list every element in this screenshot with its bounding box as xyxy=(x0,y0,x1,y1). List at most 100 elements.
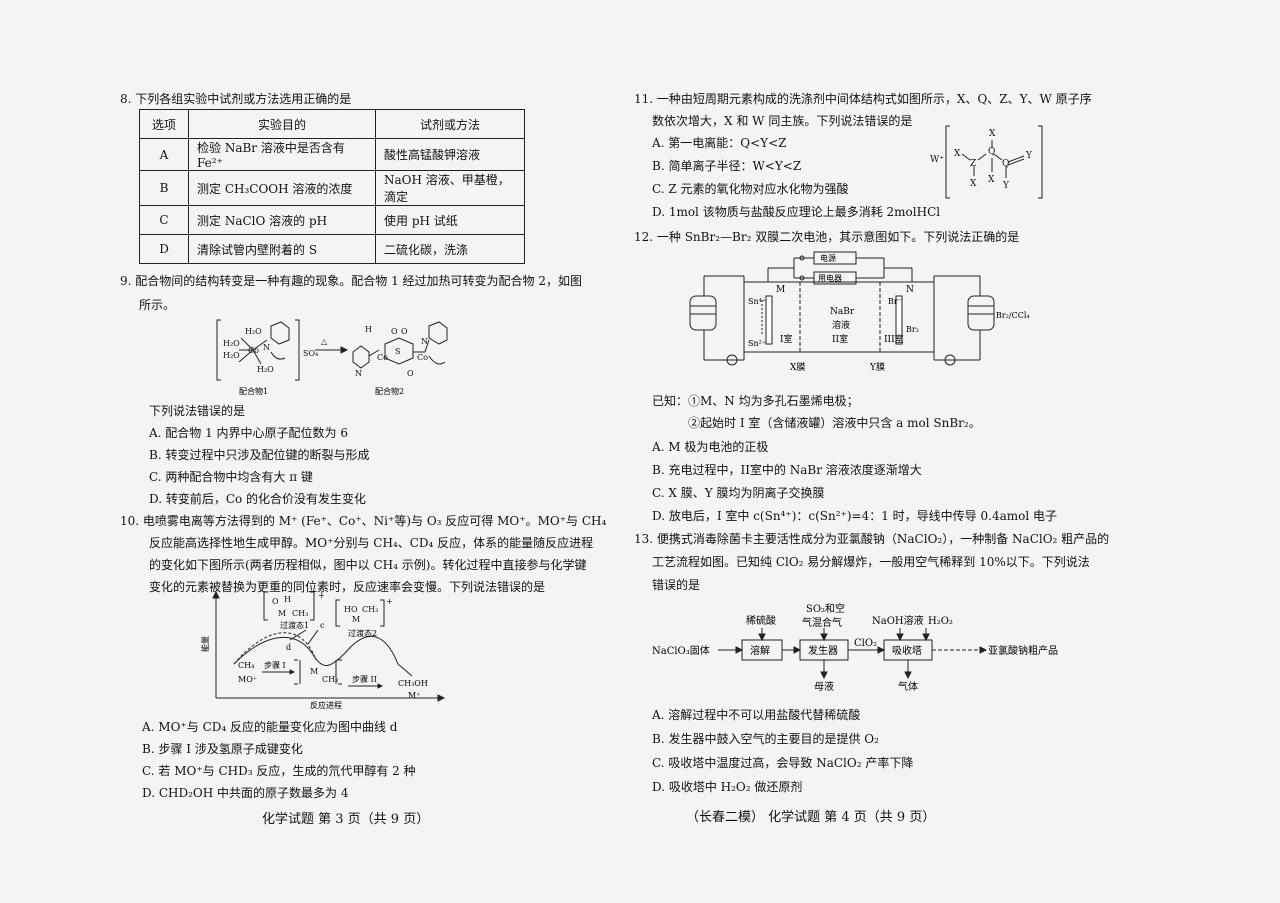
svg-text:SO₄: SO₄ xyxy=(303,349,318,358)
electrode-m-label: M xyxy=(776,285,785,295)
q9-option-a: A. 配合物 1 内界中心原子配位数为 6 xyxy=(149,426,349,440)
q8-table: 选项 实验目的 试剂或方法 A 检验 NaBr 溶液中是否含有 Fe²⁺ 酸性高… xyxy=(139,109,525,264)
svg-text:H₂O: H₂O xyxy=(223,339,240,348)
svg-text:H₂O: H₂O xyxy=(245,327,262,336)
svg-text:N: N xyxy=(263,343,270,352)
complex1-label: 配合物1 xyxy=(239,386,268,396)
q11-option-d: D. 1mol 该物质与盐酸反应理论上最多消耗 2molHCl xyxy=(652,205,941,219)
flow-h2o2-label: H₂O₂ xyxy=(928,616,953,627)
curve-c-label: c xyxy=(320,621,325,630)
q13-option-b: B. 发生器中鼓入空气的主要目的是提供 O₂ xyxy=(652,732,879,746)
sn2-label: Sn²⁺ xyxy=(748,339,766,348)
curve-d-label: d xyxy=(286,643,291,652)
q12-known-1: 已知：①M、N 均为多孔石墨烯电极； xyxy=(652,394,859,408)
x-membrane-label: X膜 xyxy=(790,362,805,373)
flow-start-label: NaClO₃固体 xyxy=(652,645,710,657)
q9-stem-cont: 所示。 xyxy=(139,298,176,312)
svg-text:H: H xyxy=(365,325,372,334)
svg-text:M: M xyxy=(310,667,318,676)
complex2-label: 配合物2 xyxy=(375,386,404,396)
svg-text:X: X xyxy=(954,149,961,159)
table-header: 选项 xyxy=(139,109,189,139)
br-ion-label: Br⁻ xyxy=(888,297,902,306)
flow-product-label: 亚氯酸钠粗产品 xyxy=(988,644,1058,657)
flow-dissolve-box: 溶解 xyxy=(750,644,770,657)
table-cell: D xyxy=(139,234,189,264)
svg-text:O: O xyxy=(401,327,408,336)
reactant-ch4: CH₄ xyxy=(238,661,254,670)
q13-line-2: 工艺流程如图。已知纯 ClO₂ 易分解爆炸，一般用空气稀释到 10%以下。下列说… xyxy=(652,555,1090,569)
q10-option-b: B. 步骤 I 涉及氢原子成键变化 xyxy=(142,742,303,756)
svg-text:M: M xyxy=(352,615,360,624)
reaction-axis-label: 反应进程 xyxy=(310,700,342,710)
q12-option-c: C. X 膜、Y 膜均为阴离子交换膜 xyxy=(652,486,825,500)
flow-clo2-label: ClO₂ xyxy=(854,638,877,649)
q13-line-1: 13. 便携式消毒除菌卡主要活性成分为亚氯酸钠（NaClO₂），一种制备 NaC… xyxy=(634,532,1110,546)
left-page: 8. 下列各组实验中试剂或方法选用正确的是 选项 实验目的 试剂或方法 A 检验… xyxy=(120,92,606,827)
svg-text:M: M xyxy=(278,609,286,618)
q12-option-b: B. 充电过程中，II室中的 NaBr 溶液浓度逐渐增大 xyxy=(652,463,922,477)
left-footer: 化学试题 第 3 页（共 9 页） xyxy=(262,812,430,827)
q12-option-a: A. M 极为电池的正极 xyxy=(652,440,769,454)
q8-stem: 8. 下列各组实验中试剂或方法选用正确的是 xyxy=(120,92,352,106)
svg-text:Co: Co xyxy=(248,346,259,355)
q10-line-2: 反应能高选择性地生成甲醇。MO⁺分别与 CH₄、CD₄ 反应，体系的能量随反应进… xyxy=(149,536,594,550)
q10-line-4: 变化的元素被替换为更重的同位素时，反应速率会变慢。下列说法错误的是 xyxy=(149,580,546,594)
flow-mother-liquor: 母液 xyxy=(814,680,834,693)
room3-label: III室 xyxy=(884,333,904,345)
appliance-label: 用电器 xyxy=(818,273,842,283)
right-tank-label: Br₂/CCl₄ xyxy=(996,311,1030,320)
q9-stem: 9. 配合物间的结构转变是一种有趣的现象。配合物 1 经过加热可转变为配合物 2… xyxy=(120,274,582,288)
table-header: 实验目的 xyxy=(188,109,376,139)
q9-option-c: C. 两种配合物中均含有大 π 键 xyxy=(149,470,313,484)
q13-option-a: A. 溶解过程中不可以用盐酸代替稀硫酸 xyxy=(652,708,861,722)
product-ch3oh: CH₃OH xyxy=(398,679,428,688)
table-cell: B xyxy=(139,170,189,206)
table-cell: 测定 NaClO 溶液的 pH xyxy=(188,205,376,235)
svg-text:N: N xyxy=(355,369,362,378)
q10-option-a: A. MO⁺与 CD₄ 反应的能量变化应为图中曲线 d xyxy=(142,720,398,734)
svg-text:Z: Z xyxy=(970,159,976,169)
svg-text:Y: Y xyxy=(1025,151,1033,161)
energy-axis-label: 能量 xyxy=(200,636,210,652)
right-footer: （长春二模） 化学试题 第 4 页（共 9 页） xyxy=(686,810,936,825)
table-header-row: 选项 实验目的 试剂或方法 xyxy=(139,109,525,139)
svg-text:X: X xyxy=(989,129,996,139)
q11-option-c: C. Z 元素的氧化物对应水化物为强酸 xyxy=(652,182,849,196)
svg-text:+: + xyxy=(386,597,393,606)
q13-process-flow: NaClO₃固体 溶解 稀硫酸 SO₂和空 气混合气 发生器 ClO₂ NaOH… xyxy=(652,602,1058,693)
q11-stem: 11. 一种由短周期元素构成的洗涤剂中间体结构式如图所示，X、Q、Z、Y、W 原… xyxy=(634,92,1092,106)
table-cell: C xyxy=(139,205,189,235)
q9-structure-figure: H₂O H₂O H₂O Co N H₂O SO₄ △ H Co O O S Co… xyxy=(216,319,448,396)
svg-text:O: O xyxy=(407,369,414,378)
svg-text:CH₃: CH₃ xyxy=(322,675,338,684)
svg-text:O: O xyxy=(272,597,279,606)
table-row: A 检验 NaBr 溶液中是否含有 Fe²⁺ 酸性高锰酸钾溶液 xyxy=(139,138,525,171)
svg-text:X: X xyxy=(970,179,977,189)
q13-option-d: D. 吸收塔中 H₂O₂ 做还原剂 xyxy=(652,780,803,794)
reactant-mo: MO⁺ xyxy=(238,675,257,684)
svg-text:CH₃: CH₃ xyxy=(292,609,308,618)
svg-text:Co: Co xyxy=(377,353,388,362)
electrolyte-label-1: NaBr xyxy=(830,307,855,317)
svg-text:H₂O: H₂O xyxy=(223,351,240,360)
table-cell: 酸性高锰酸钾溶液 xyxy=(375,138,525,171)
q13-line-3: 错误的是 xyxy=(652,578,701,592)
table-cell: A xyxy=(139,138,189,171)
step1-label: 步骤 I xyxy=(264,661,286,670)
q9-prompt: 下列说法错误的是 xyxy=(149,404,246,418)
q12-battery-diagram: 电源 用电器 M N NaBr 溶液 I室 II室 III室 Sn⁴⁺ Sn²⁺… xyxy=(689,251,1030,373)
table-cell: 检验 NaBr 溶液中是否含有 Fe²⁺ xyxy=(188,138,376,171)
electrolyte-label-2: 溶液 xyxy=(832,319,850,331)
br2-label: Br₂ xyxy=(906,325,919,334)
svg-text:H: H xyxy=(284,595,291,604)
svg-text:△: △ xyxy=(321,337,328,346)
table-cell: 使用 pH 试纸 xyxy=(375,205,525,235)
svg-text:+: + xyxy=(318,591,325,600)
room1-label: I室 xyxy=(780,333,793,345)
table-cell: 二硫化碳，洗涤 xyxy=(375,234,525,264)
q9-option-b: B. 转变过程中只涉及配位键的断裂与形成 xyxy=(149,448,370,462)
power-label: 电源 xyxy=(820,253,836,263)
q10-option-d: D. CHD₂OH 中共面的原子数最多为 4 xyxy=(142,786,349,800)
q11-option-a: A. 第一电离能：Q<Y<Z xyxy=(652,136,787,150)
